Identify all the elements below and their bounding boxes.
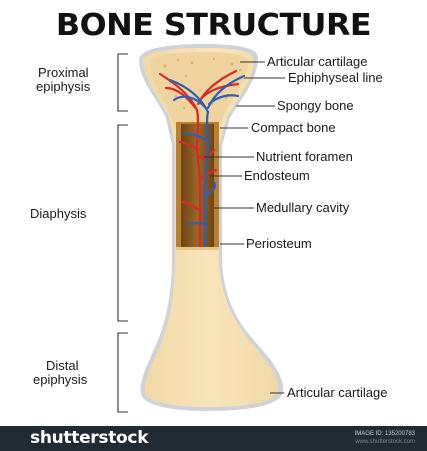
label-spongy-bone: Spongy bone bbox=[277, 98, 354, 113]
bracket-diaphysis bbox=[118, 125, 128, 321]
label-compact-bone: Compact bone bbox=[251, 120, 336, 135]
label-proximal-line1: Proximal bbox=[38, 65, 89, 80]
label-proximal-line2: epiphysis bbox=[36, 79, 91, 94]
label-endosteum: Endosteum bbox=[244, 168, 310, 183]
label-articular-cartilage-bottom: Articular cartilage bbox=[287, 385, 387, 400]
brand-logo: shutterstock bbox=[30, 428, 148, 448]
label-medullary-cavity: Medullary cavity bbox=[256, 200, 350, 215]
watermark-footer: shutterstock IMAGE ID: 135200783 www.shu… bbox=[0, 426, 427, 451]
label-diaphysis: Diaphysis bbox=[30, 206, 87, 221]
label-nutrient-foramen: Nutrient foramen bbox=[256, 149, 353, 164]
region-brackets bbox=[118, 54, 128, 412]
label-distal-line2: epiphysis bbox=[33, 372, 88, 387]
diaphysis-cut-edge bbox=[176, 247, 219, 250]
bracket-distal bbox=[118, 333, 128, 412]
label-distal-line1: Distal bbox=[46, 358, 79, 373]
image-id-text: IMAGE ID: 135200783 bbox=[355, 430, 415, 438]
label-articular-cartilage-top: Articular cartilage bbox=[267, 54, 367, 69]
site-text: www.shutterstock.com bbox=[355, 438, 415, 446]
image-id: IMAGE ID: 135200783 www.shutterstock.com bbox=[355, 430, 415, 446]
label-periosteum: Periosteum bbox=[246, 236, 312, 251]
label-epiphyseal-line: Ephiphyseal line bbox=[288, 70, 383, 85]
bracket-proximal bbox=[118, 54, 128, 111]
